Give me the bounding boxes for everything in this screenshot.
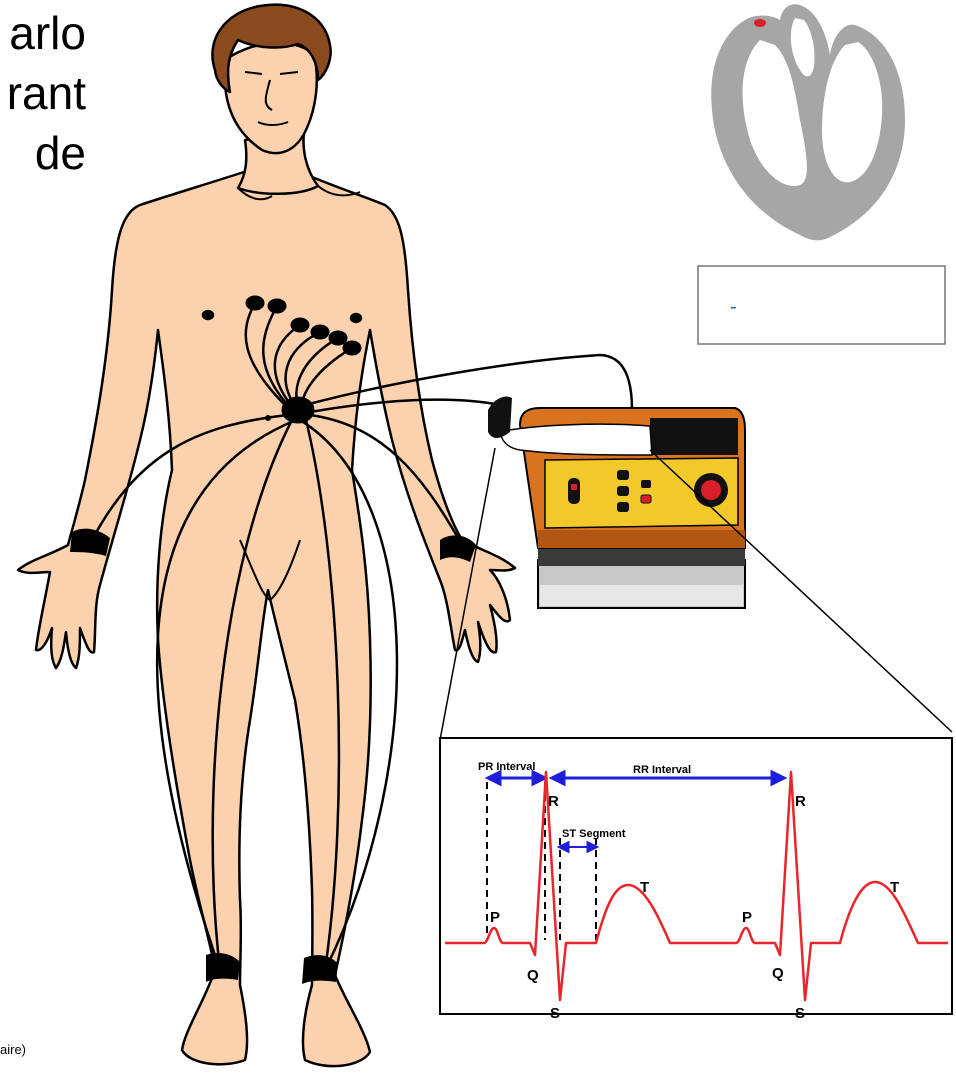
wave-label-t-1: T [640, 879, 649, 896]
head [224, 43, 316, 153]
heart-cross-section [710, 0, 916, 242]
st-segment-label: ST Segment [562, 828, 626, 840]
wave-label-s-2: S [795, 1005, 805, 1022]
wave-label-p-1: P [490, 909, 500, 926]
sa-node [754, 19, 766, 27]
wave-label-r-1: R [548, 793, 559, 810]
ecg-waveform-panel: PR Interval RR Interval ST Segment R R P… [440, 738, 952, 1022]
pr-interval-label: PR Interval [478, 761, 535, 773]
wave-label-q-2: Q [772, 965, 784, 982]
wave-label-t-2: T [890, 879, 899, 896]
wave-label-r-2: R [795, 793, 806, 810]
wave-label-q-1: Q [527, 967, 539, 984]
info-box-dash: - [730, 296, 737, 319]
rr-interval-label: RR Interval [633, 764, 691, 776]
wave-label-p-2: P [742, 909, 752, 926]
wave-label-s-1: S [550, 1005, 560, 1022]
